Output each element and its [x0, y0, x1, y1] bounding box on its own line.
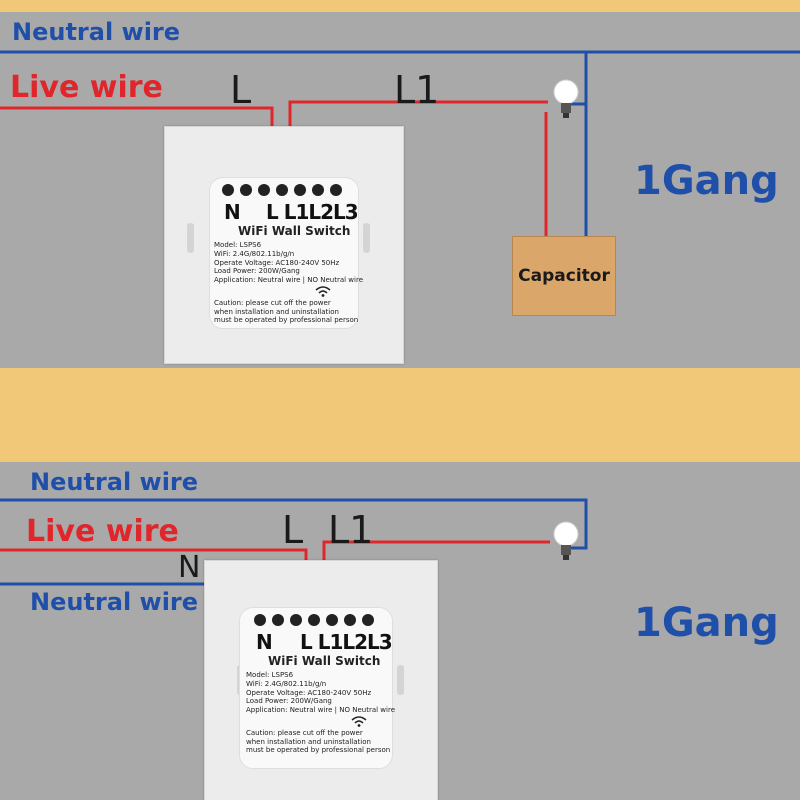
- top-terminal-hole-icon: [312, 184, 324, 196]
- top-wifi-icon: [315, 286, 331, 297]
- top-terminal-hole-icon: [222, 184, 234, 196]
- bottom-switch-application: Application: Neutral wire | NO Neutral w…: [246, 706, 395, 714]
- bottom-terminal-hole-icon: [254, 614, 266, 626]
- bottom-terminal-hole-icon: [326, 614, 338, 626]
- top-terminal-holes: [222, 184, 342, 196]
- bottom-switch-title: WiFi Wall Switch: [268, 654, 381, 668]
- top-switch-caution-1: Caution: please cut off the power: [214, 298, 331, 307]
- bottom-terminal-n-label: N: [178, 550, 201, 585]
- bottom-switch-caution-1: Caution: please cut off the power: [246, 728, 363, 737]
- top-switch-application: Application: Neutral wire | NO Neutral w…: [214, 276, 363, 284]
- bottom-switch-model: Model: LSPS6: [246, 671, 294, 679]
- bottom-gang-label: 1Gang: [634, 600, 779, 646]
- top-wiring-panel: Neutral wire Live wire L L1 1Gang Capaci…: [0, 12, 800, 368]
- top-switch-model: Model: LSPS6: [214, 241, 262, 249]
- top-switch-slot-left: [187, 223, 194, 253]
- bottom-wifi-icon: [351, 716, 367, 727]
- bottom-switch-info: WiFi Wall Switch Model: LSPS6 WiFi: 2.4G…: [246, 654, 395, 755]
- top-terminal-hole-icon: [240, 184, 252, 196]
- bottom-wall-switch: N L L1L2L3 WiFi Wall Switch Model: LSPS6…: [204, 560, 438, 800]
- bottom-terminal-hole-icon: [362, 614, 374, 626]
- top-switch-caution-3: must be operated by professional person: [214, 316, 359, 325]
- bottom-switch-terminal-n: N: [256, 630, 273, 654]
- top-light-bulb-icon: [553, 79, 579, 118]
- top-switch-title: WiFi Wall Switch: [238, 224, 351, 238]
- top-switch-load: Load Power: 200W/Gang: [214, 267, 300, 276]
- top-switch-terminal-n: N: [224, 200, 241, 224]
- top-switch-wifi: WiFi: 2.4G/802.11b/g/n: [214, 249, 295, 258]
- top-switch-info: WiFi Wall Switch Model: LSPS6 WiFi: 2.4G…: [214, 224, 363, 325]
- bottom-neutral-label-2: Neutral wire: [30, 588, 199, 616]
- top-terminal-hole-icon: [258, 184, 270, 196]
- bottom-switch-caution-3: must be operated by professional person: [246, 746, 391, 755]
- bottom-switch-caution-2: when installation and uninstallation: [246, 737, 371, 746]
- top-switch-module: N L L1L2L3 WiFi Wall Switch Model: LSPS6…: [209, 177, 363, 329]
- bottom-neutral-wire: [0, 498, 588, 550]
- top-terminal-hole-icon: [294, 184, 306, 196]
- bottom-switch-wifi: WiFi: 2.4G/802.11b/g/n: [246, 679, 327, 688]
- bottom-switch-load: Load Power: 200W/Gang: [246, 697, 332, 706]
- top-gang-label: 1Gang: [634, 158, 779, 204]
- top-capacitor: Capacitor: [512, 236, 616, 316]
- top-terminal-l1-label: L1: [394, 68, 440, 112]
- bottom-wiring-panel: Neutral wire Live wire N Neutral wire L …: [0, 462, 800, 800]
- top-switch-slot-right: [363, 223, 370, 253]
- bottom-switch-voltage: Operate Voltage: AC180-240V 50Hz: [246, 688, 372, 697]
- bottom-terminal-holes: [254, 614, 374, 626]
- bottom-terminal-hole-icon: [308, 614, 320, 626]
- top-terminal-l-label: L: [230, 68, 252, 112]
- top-wall-switch: N L L1L2L3 WiFi Wall Switch Model: LSPS6…: [164, 126, 404, 364]
- top-terminal-hole-icon: [276, 184, 288, 196]
- bottom-terminal-l1-label: L1: [328, 508, 374, 552]
- top-neutral-label: Neutral wire: [12, 18, 181, 46]
- top-switch-terminals: L L1L2L3: [266, 200, 359, 224]
- bottom-light-bulb-icon: [553, 521, 579, 560]
- bottom-neutral-label: Neutral wire: [30, 468, 199, 496]
- bottom-terminal-hole-icon: [290, 614, 302, 626]
- bottom-live-label: Live wire: [26, 514, 179, 549]
- bottom-terminal-l-label: L: [282, 508, 304, 552]
- bottom-switch-slot-right: [397, 665, 404, 695]
- bottom-terminal-hole-icon: [272, 614, 284, 626]
- bottom-switch-module: N L L1L2L3 WiFi Wall Switch Model: LSPS6…: [239, 607, 395, 769]
- top-live-label: Live wire: [10, 70, 163, 105]
- bottom-terminal-hole-icon: [344, 614, 356, 626]
- top-switch-voltage: Operate Voltage: AC180-240V 50Hz: [214, 258, 340, 267]
- top-terminal-hole-icon: [330, 184, 342, 196]
- top-switch-caution-2: when installation and uninstallation: [214, 307, 339, 316]
- bottom-switch-terminals: L L1L2L3: [300, 630, 393, 654]
